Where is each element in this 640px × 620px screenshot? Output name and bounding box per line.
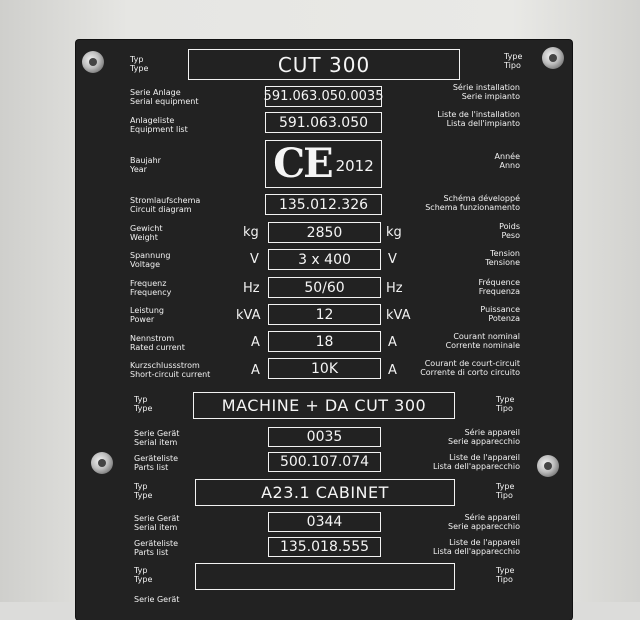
ce-mark-logo: CE: [273, 140, 333, 187]
cabinet-type-label-right: Type Tipo: [496, 482, 515, 500]
type-label-right: Type Tipo: [504, 52, 523, 70]
cabinet-parts-label: Geräteliste Parts list: [134, 539, 179, 557]
machine-serial-label-right: Série appareil Serie apparecchio: [448, 428, 520, 446]
screw-mid-right-icon: [537, 455, 559, 477]
serial-equipment-label-right: Série installation Serie impianto: [452, 83, 520, 101]
cabinet-serial-value: 0344: [268, 512, 381, 532]
weight-label-right: Poids Peso: [499, 222, 520, 240]
frequency-unit-left: Hz: [243, 281, 260, 296]
type-label-left: Typ Type: [130, 55, 149, 73]
voltage-label: Spannung Voltage: [130, 251, 171, 269]
rated-current-value: 18: [268, 331, 381, 352]
machine-serial-value: 0035: [268, 427, 381, 447]
short-circuit-value: 10K: [268, 358, 381, 379]
machine-type-label: Typ Type: [134, 395, 153, 413]
screw-top-right-icon: [542, 47, 564, 69]
voltage-unit-right: V: [388, 252, 397, 267]
weight-value: 2850: [268, 222, 381, 243]
power-unit-left: kVA: [236, 308, 261, 323]
screw-mid-left-icon: [91, 452, 113, 474]
cabinet-type-label: Typ Type: [134, 482, 153, 500]
circuit-diagram-label-right: Schéma développé Schema funzionamento: [425, 194, 520, 212]
power-value: 12: [268, 304, 381, 325]
machine-parts-value: 500.107.074: [268, 452, 381, 472]
short-circuit-label-right: Courant de court-circuit Corrente di cor…: [420, 359, 520, 377]
cabinet-parts-label-right: Liste de l'appareil Lista dell'apparecch…: [432, 538, 520, 556]
year-label-left: Baujahr Year: [130, 156, 161, 174]
machine-type-label-right: Type Tipo: [496, 395, 515, 413]
power-label: Leistung Power: [130, 306, 164, 324]
short-circuit-label: Kurzschlussstrom Short-circuit current: [130, 361, 211, 379]
circuit-diagram-label: Stromlaufschema Circuit diagram: [130, 196, 201, 214]
voltage-label-right: Tension Tensione: [485, 249, 520, 267]
weight-label: Gewicht Weight: [130, 224, 163, 242]
year-label-right: Année Anno: [494, 152, 520, 170]
serial-equipment-value: 591.063.050.0035: [264, 86, 383, 107]
machine-type-value: MACHINE + DA CUT 300: [193, 392, 455, 419]
frequency-label: Frequenz Frequency: [130, 279, 172, 297]
serial-equipment-label: Serie Anlage Serial equipment: [130, 88, 199, 106]
frequency-label-right: Fréquence Frequenza: [478, 278, 520, 296]
machine-parts-label-right: Liste de l'appareil Lista dell'apparecch…: [432, 453, 520, 471]
cabinet-serial-label-right: Série appareil Serie apparecchio: [448, 513, 520, 531]
voltage-value: 3 x 400: [268, 249, 381, 270]
screw-top-left-icon: [82, 51, 104, 73]
machine-serial-label: Serie Gerät Serial item: [134, 429, 180, 447]
type-value-box: CUT 300: [188, 49, 460, 80]
weight-unit-left: kg: [243, 225, 259, 240]
cabinet-serial-label: Serie Gerät Serial item: [134, 514, 180, 532]
voltage-unit-left: V: [250, 252, 259, 267]
short-circuit-unit-right: A: [388, 363, 397, 378]
bottom-serial-label-cut: Serie Gerät: [134, 595, 180, 604]
power-unit-right: kVA: [386, 308, 411, 323]
power-label-right: Puissance Potenza: [480, 305, 520, 323]
cabinet-type-value: A23.1 CABINET: [195, 479, 455, 506]
bottom-type-label: Typ Type: [134, 566, 153, 584]
rated-current-unit-right: A: [388, 335, 397, 350]
short-circuit-unit-left: A: [251, 363, 260, 378]
equipment-list-label-right: Liste de l'installation Lista dell'impia…: [437, 110, 520, 128]
rated-current-label: Nennstrom Rated current: [130, 334, 185, 352]
ce-year-box: CE 2012: [265, 140, 382, 188]
frequency-value: 50/60: [268, 277, 381, 298]
rated-current-unit-left: A: [251, 335, 260, 350]
rated-current-label-right: Courant nominal Corrente nominale: [445, 332, 520, 350]
machine-parts-label: Geräteliste Parts list: [134, 454, 179, 472]
nameplate: [76, 40, 572, 620]
bottom-type-value: [195, 563, 455, 590]
equipment-list-value: 591.063.050: [265, 112, 382, 133]
bottom-type-label-right: Type Tipo: [496, 566, 515, 584]
cabinet-parts-value: 135.018.555: [268, 537, 381, 557]
frequency-unit-right: Hz: [386, 281, 403, 296]
circuit-diagram-value: 135.012.326: [265, 194, 382, 215]
equipment-list-label: Anlageliste Equipment list: [130, 116, 188, 134]
weight-unit-right: kg: [386, 225, 402, 240]
year-value: 2012: [335, 157, 374, 175]
